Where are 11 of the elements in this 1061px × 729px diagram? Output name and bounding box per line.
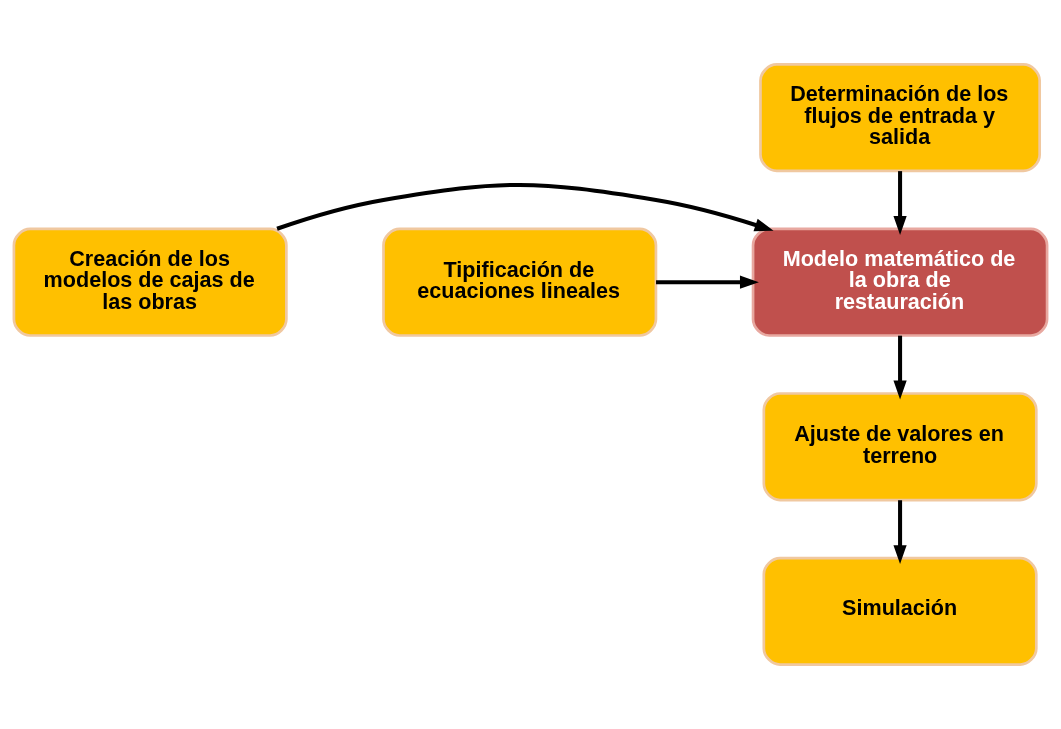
node-box: Simulación bbox=[762, 556, 1038, 666]
arrow bbox=[276, 182, 774, 232]
node-box: Determinación de los flujos de entrada y salida bbox=[759, 63, 1041, 173]
arrow bbox=[656, 275, 759, 289]
node-box: Ajuste de valores en terreno bbox=[762, 392, 1038, 502]
node-box: Tipificación de ecuaciones lineales bbox=[382, 227, 658, 337]
node-box: Modelo matemático de la obra de restauración bbox=[751, 227, 1049, 337]
arrow bbox=[893, 335, 907, 400]
node-box: Creación de los modelos de cajas de las obras bbox=[12, 227, 288, 337]
arrow bbox=[893, 500, 907, 565]
arrow bbox=[893, 171, 907, 235]
